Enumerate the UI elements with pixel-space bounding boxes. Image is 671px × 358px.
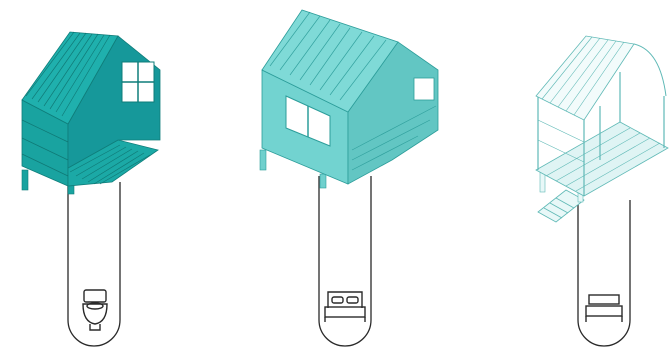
cabin-mid (260, 10, 438, 188)
stairs (538, 190, 584, 222)
cabin-dark (22, 32, 160, 194)
toilet-icon (83, 290, 107, 330)
capsule-stem-1 (68, 182, 120, 346)
module-1 (22, 32, 160, 346)
bed-frame-icon (586, 295, 622, 322)
cabin-light (536, 36, 668, 222)
module-2 (260, 10, 438, 346)
window-mid-gable (414, 78, 434, 100)
module-3 (536, 36, 668, 346)
double-bed-icon (325, 292, 365, 322)
capsule-stem-2 (319, 176, 371, 346)
capsule-stem-3 (578, 200, 630, 346)
